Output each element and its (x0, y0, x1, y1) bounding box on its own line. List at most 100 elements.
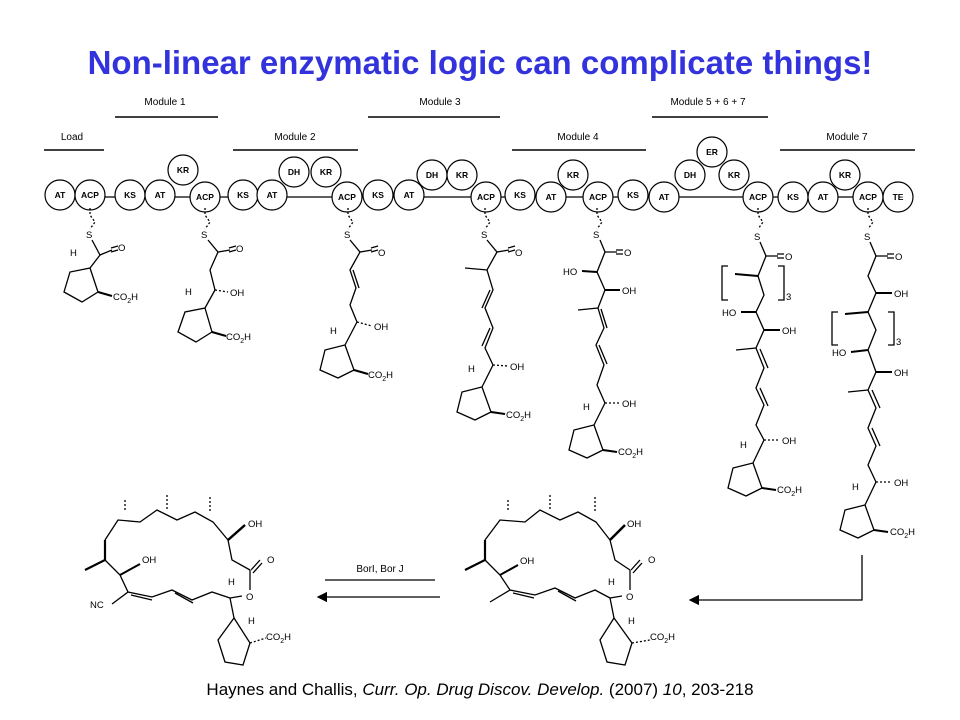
domain-label: KS (237, 190, 249, 200)
module-567-label: Module 5 + 6 + 7 (652, 97, 768, 118)
domain-label: ACP (859, 192, 877, 202)
svg-text:BorI, Bor J: BorI, Bor J (356, 564, 403, 575)
svg-text:S: S (86, 230, 92, 241)
svg-text:H: H (740, 440, 747, 451)
svg-text:O: O (118, 243, 125, 254)
domain-label: KR (320, 167, 332, 177)
release-arrow (688, 555, 863, 606)
domain-label: AT (659, 192, 671, 202)
svg-text:O: O (246, 592, 253, 603)
svg-text:CO2H: CO2H (368, 370, 393, 383)
load-label: Load (44, 132, 104, 151)
citation: Haynes and Challis, Curr. Op. Drug Disco… (0, 680, 960, 700)
svg-text:OH: OH (782, 326, 796, 337)
svg-text:HO: HO (722, 308, 736, 319)
svg-text:O: O (236, 244, 243, 255)
svg-text:H: H (248, 616, 255, 627)
domain-label: ACP (338, 192, 356, 202)
svg-text:3: 3 (896, 337, 901, 348)
intermediate-module-567: S O 3 HO OH OH H CO2H (721, 208, 802, 498)
domain-kr-24: KR (718, 159, 750, 191)
svg-text:H: H (70, 248, 77, 259)
svg-text:CO2H: CO2H (618, 447, 643, 460)
domain-label: KR (456, 170, 468, 180)
svg-text:OH: OH (894, 368, 908, 379)
domain-label: KR (177, 165, 189, 175)
domain-at-7: AT (256, 179, 288, 211)
domain-label: KR (567, 170, 579, 180)
domain-label: ACP (477, 192, 495, 202)
svg-text:CO2H: CO2H (777, 485, 802, 498)
svg-text:Module 1: Module 1 (144, 97, 186, 108)
svg-text:H: H (330, 326, 337, 337)
svg-text:OH: OH (622, 399, 636, 410)
svg-text:O: O (378, 248, 385, 259)
svg-text:S: S (864, 232, 870, 243)
svg-text:S: S (344, 230, 350, 241)
svg-text:CO2H: CO2H (226, 332, 251, 345)
svg-text:Module 3: Module 3 (419, 97, 461, 108)
module-labels: Module 1 Module 3 Module 5 + 6 + 7 Load … (44, 97, 915, 151)
domain-ks-20: KS (617, 179, 649, 211)
domain-label: KS (787, 192, 799, 202)
borrelidin-product: OH O O OH NC H H CO2H (84, 495, 291, 666)
svg-text:H: H (628, 616, 635, 627)
domain-label: DH (684, 170, 696, 180)
svg-text:NC: NC (90, 600, 104, 611)
domain-label: KS (514, 190, 526, 200)
citation-pages: , 203-218 (681, 680, 754, 699)
svg-text:S: S (201, 230, 207, 241)
domain-acp-19: ACP (582, 181, 614, 213)
citation-authors: Haynes and Challis, (206, 680, 363, 699)
svg-text:H: H (185, 287, 192, 298)
svg-text:O: O (895, 252, 902, 263)
svg-text:H: H (852, 482, 859, 493)
domain-kr-18: KR (557, 159, 589, 191)
domain-label: DH (288, 167, 300, 177)
svg-text:Module 4: Module 4 (557, 132, 599, 143)
svg-text:Module 7: Module 7 (826, 132, 868, 143)
domain-kr-14: KR (446, 159, 478, 191)
svg-text:OH: OH (248, 519, 262, 530)
domain-label: KS (372, 190, 384, 200)
svg-text:OH: OH (520, 556, 534, 567)
domain-label: AT (546, 192, 558, 202)
domain-acp-29: ACP (852, 181, 884, 213)
module-1-label: Module 1 (115, 97, 218, 118)
module-3-label: Module 3 (368, 97, 500, 118)
domain-at-3: AT (144, 179, 176, 211)
svg-text:O: O (626, 592, 633, 603)
module-2-label: Module 2 (233, 132, 358, 151)
intermediate-module-1: S O OH H CO2H (177, 208, 251, 345)
domain-dh-22: DH (674, 159, 706, 191)
svg-text:Module 5 + 6 + 7: Module 5 + 6 + 7 (670, 97, 745, 108)
domain-at-12: AT (393, 179, 425, 211)
intermediate-module-4: S O HO OH OH H CO2H (563, 208, 643, 460)
domain-at-17: AT (535, 181, 567, 213)
domain-at-21: AT (648, 181, 680, 213)
svg-text:OH: OH (627, 519, 641, 530)
svg-text:S: S (481, 230, 487, 241)
module-4-label: Module 4 (512, 132, 646, 151)
svg-text:OH: OH (894, 478, 908, 489)
svg-text:CO2H: CO2H (650, 632, 675, 645)
svg-text:CO2H: CO2H (266, 632, 291, 645)
domain-acp-1: ACP (74, 179, 106, 211)
domain-label: KS (627, 190, 639, 200)
domain-ks-6: KS (227, 179, 259, 211)
svg-text:H: H (608, 577, 615, 588)
domain-te-30: TE (882, 181, 914, 213)
svg-text:O: O (515, 248, 522, 259)
domain-acp-25: ACP (742, 181, 774, 213)
svg-text:OH: OH (894, 289, 908, 300)
svg-text:OH: OH (782, 436, 796, 447)
domain-acp-5: ACP (189, 181, 221, 213)
domain-acp-15: ACP (470, 181, 502, 213)
domain-ks-11: KS (362, 179, 394, 211)
domain-label: ACP (196, 192, 214, 202)
svg-text:OH: OH (374, 322, 388, 333)
domain-ks-26: KS (777, 181, 809, 213)
domain-label: ACP (81, 190, 99, 200)
